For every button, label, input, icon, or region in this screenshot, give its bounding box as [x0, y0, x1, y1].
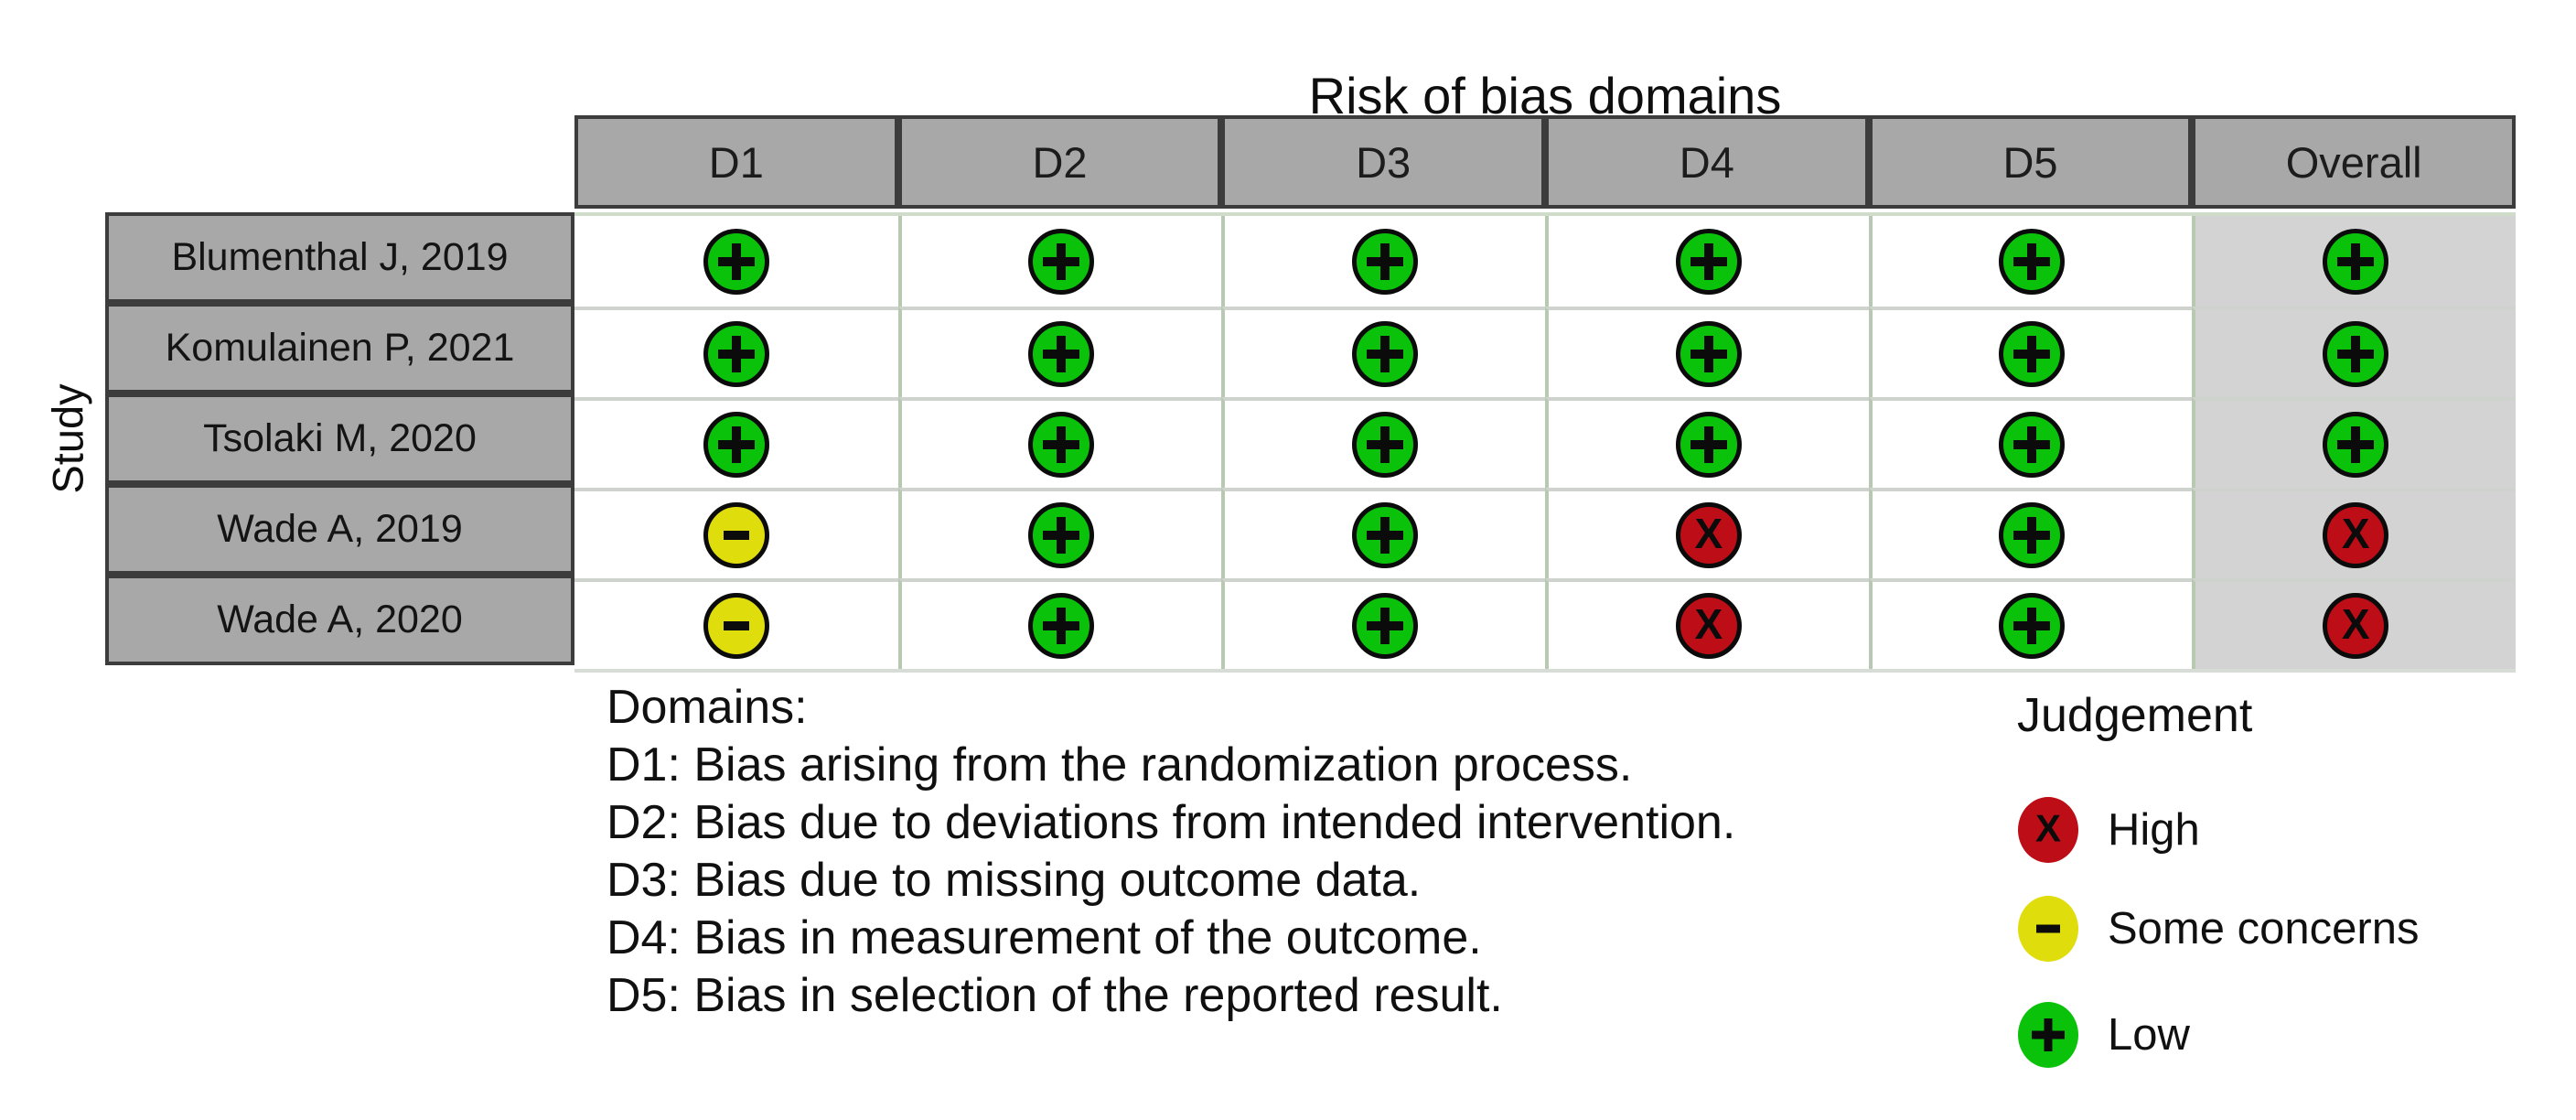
low-risk-icon — [1352, 320, 1419, 387]
grid-cell — [1221, 307, 1545, 397]
column-header-overall: Overall — [2192, 115, 2516, 209]
grid-cell — [1221, 397, 1545, 488]
column-header-d1: D1 — [574, 115, 898, 209]
domains-legend-line: D1: Bias arising from the randomization … — [606, 738, 1633, 792]
y-axis-label-container: Study — [16, 322, 119, 555]
high-risk-icon: X — [2018, 797, 2078, 863]
some-concerns-icon — [703, 592, 769, 659]
x-glyph: X — [1694, 509, 1723, 557]
grid-cell — [574, 397, 898, 488]
legend-item-low: Low — [2018, 1001, 2190, 1069]
low-risk-icon — [1675, 411, 1742, 478]
domains-legend-heading: Domains: — [606, 681, 808, 734]
low-risk-icon — [1028, 411, 1095, 478]
grid-cell: X — [1544, 488, 1869, 578]
grid-cell — [2192, 397, 2516, 488]
domains-legend-line: D5: Bias in selection of the reported re… — [606, 969, 1503, 1022]
grid-cell — [574, 488, 898, 578]
column-header-d4: D4 — [1544, 115, 1869, 209]
legend-item-some-concerns: Some concerns — [2018, 895, 2419, 963]
low-risk-icon — [1352, 592, 1419, 659]
grid-cell — [1868, 397, 2193, 488]
grid-cell — [1544, 307, 1869, 397]
column-header-d3: D3 — [1221, 115, 1545, 209]
low-risk-icon — [703, 320, 769, 387]
grid-cell — [1868, 488, 2193, 578]
low-risk-icon — [1999, 592, 2066, 659]
low-risk-icon — [2323, 320, 2389, 387]
low-risk-icon — [1028, 320, 1095, 387]
domains-legend-line: D3: Bias due to missing outcome data. — [606, 854, 1422, 907]
low-risk-icon — [2323, 228, 2389, 295]
study-label: Komulainen P, 2021 — [105, 303, 574, 393]
low-risk-icon — [1028, 228, 1095, 295]
study-label: Blumenthal J, 2019 — [105, 212, 574, 303]
legend-item-label: Low — [2108, 1010, 2190, 1060]
column-header-d2: D2 — [897, 115, 1222, 209]
grid-cell: X — [2192, 488, 2516, 578]
grid-cell — [897, 216, 1222, 307]
some-concerns-icon — [2018, 896, 2078, 962]
high-risk-icon: X — [1675, 501, 1742, 568]
low-risk-icon — [1352, 411, 1419, 478]
x-glyph: X — [1694, 599, 1723, 648]
grid-cell — [1868, 307, 2193, 397]
domains-legend-line: D4: Bias in measurement of the outcome. — [606, 911, 1482, 964]
domains-legend: Domains: D1: Bias arising from the rando… — [606, 679, 1735, 1025]
grid-cell — [1221, 216, 1545, 307]
study-label: Tsolaki M, 2020 — [105, 393, 574, 484]
grid-cell — [897, 488, 1222, 578]
low-risk-icon — [1352, 228, 1419, 295]
low-risk-icon — [1028, 592, 1095, 659]
x-glyph: X — [2341, 509, 2370, 557]
grid-cell — [1221, 488, 1545, 578]
low-risk-icon — [2323, 411, 2389, 478]
low-risk-icon — [2018, 1002, 2078, 1068]
low-risk-icon — [703, 411, 769, 478]
low-risk-icon — [1028, 501, 1095, 568]
grid-cell: X — [2192, 578, 2516, 669]
study-label: Wade A, 2019 — [105, 484, 574, 575]
grid-cell — [1868, 578, 2193, 669]
grid-cell — [574, 216, 898, 307]
grid-cell — [897, 397, 1222, 488]
grid-cell: X — [1544, 578, 1869, 669]
grid-cell — [897, 307, 1222, 397]
grid-cell — [897, 578, 1222, 669]
grid-cell — [1544, 397, 1869, 488]
domains-legend-line: D2: Bias due to deviations from intended… — [606, 796, 1736, 849]
low-risk-icon — [1352, 501, 1419, 568]
low-risk-icon — [1999, 320, 2066, 387]
grid-cell — [574, 578, 898, 669]
grid-cell — [1221, 578, 1545, 669]
x-glyph: X — [2341, 599, 2370, 648]
some-concerns-icon — [703, 501, 769, 568]
chart-title: Risk of bias domains — [1308, 67, 1782, 124]
grid-cell — [2192, 216, 2516, 307]
low-risk-icon — [1999, 228, 2066, 295]
grid-cell — [574, 307, 898, 397]
legend-item-high: X High — [2018, 796, 2200, 864]
grid-cell — [2192, 307, 2516, 397]
low-risk-icon — [703, 228, 769, 295]
y-axis-label: Study — [43, 383, 92, 494]
low-risk-icon — [1999, 411, 2066, 478]
grid-cell — [1868, 216, 2193, 307]
study-label: Wade A, 2020 — [105, 575, 574, 665]
high-risk-icon: X — [2323, 501, 2389, 568]
high-risk-icon: X — [2323, 592, 2389, 659]
legend-item-label: Some concerns — [2108, 904, 2420, 953]
grid-cell — [1544, 216, 1869, 307]
column-header-d5: D5 — [1868, 115, 2193, 209]
high-risk-icon: X — [1675, 592, 1742, 659]
legend-item-label: High — [2108, 805, 2200, 855]
x-glyph: X — [2034, 806, 2062, 850]
low-risk-icon — [1675, 228, 1742, 295]
low-risk-icon — [1675, 320, 1742, 387]
low-risk-icon — [1999, 501, 2066, 568]
judgement-legend-title: Judgement — [2017, 689, 2253, 742]
